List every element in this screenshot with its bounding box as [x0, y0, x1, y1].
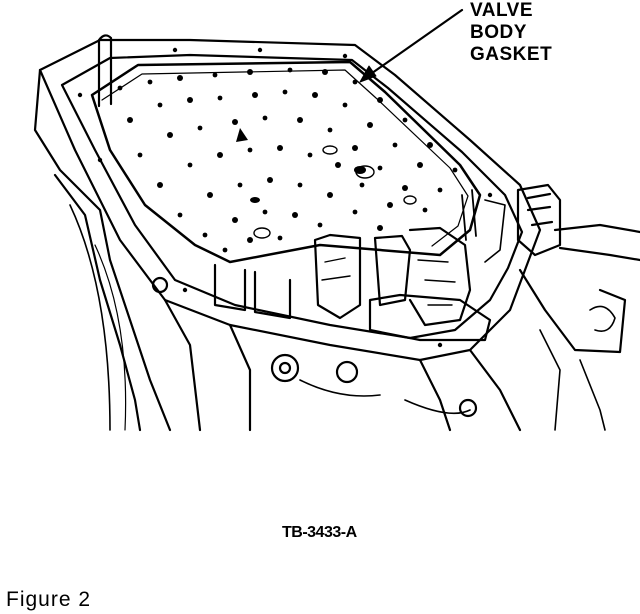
valve-body-block-1	[213, 263, 292, 320]
case-boss-4	[458, 398, 478, 418]
case-boss-3	[151, 276, 169, 294]
figure-caption: Figure 2	[6, 588, 92, 611]
valve-body-detail	[321, 257, 456, 306]
case-left-arc	[69, 204, 111, 431]
connector-bracket	[518, 223, 640, 354]
connector-detail	[526, 192, 554, 227]
valve-body-gasket-illustration	[33, 8, 640, 432]
valve-body-block-2	[313, 233, 362, 320]
valve-body-gasket-label: VALVE BODY GASKET	[470, 0, 552, 66]
gasket-lip	[101, 69, 469, 247]
case-boss-1	[270, 353, 300, 383]
reference-code: TB-3433-A	[282, 524, 357, 541]
callout-leader-line	[363, 8, 464, 80]
dowel-pin	[97, 34, 113, 108]
case-left-rib	[53, 173, 142, 432]
filler-tube	[461, 189, 477, 241]
callout-line-1: VALVE	[470, 0, 534, 21]
valve-body-block-5	[368, 293, 492, 342]
callout-arrowhead	[359, 65, 377, 83]
valve-body-block-4	[408, 226, 472, 327]
case-left-side	[33, 68, 172, 432]
case-flange-inner	[60, 53, 524, 340]
case-boss-1-inner	[278, 361, 292, 375]
case-right-channel	[484, 199, 506, 263]
case-left-arc-2	[94, 244, 127, 431]
right-case-edge	[539, 329, 606, 431]
case-boss-2	[335, 360, 359, 384]
case-flange-outer	[38, 38, 542, 362]
callout-line-3: GASKET	[470, 44, 553, 65]
connector-clip	[589, 305, 616, 332]
case-lower-edge	[163, 298, 522, 432]
connector-body	[516, 183, 562, 257]
case-lower-rib	[299, 379, 471, 415]
gasket-plate	[90, 60, 482, 264]
valve-body-block-3	[373, 234, 412, 307]
callout-line-2: BODY	[470, 22, 527, 43]
